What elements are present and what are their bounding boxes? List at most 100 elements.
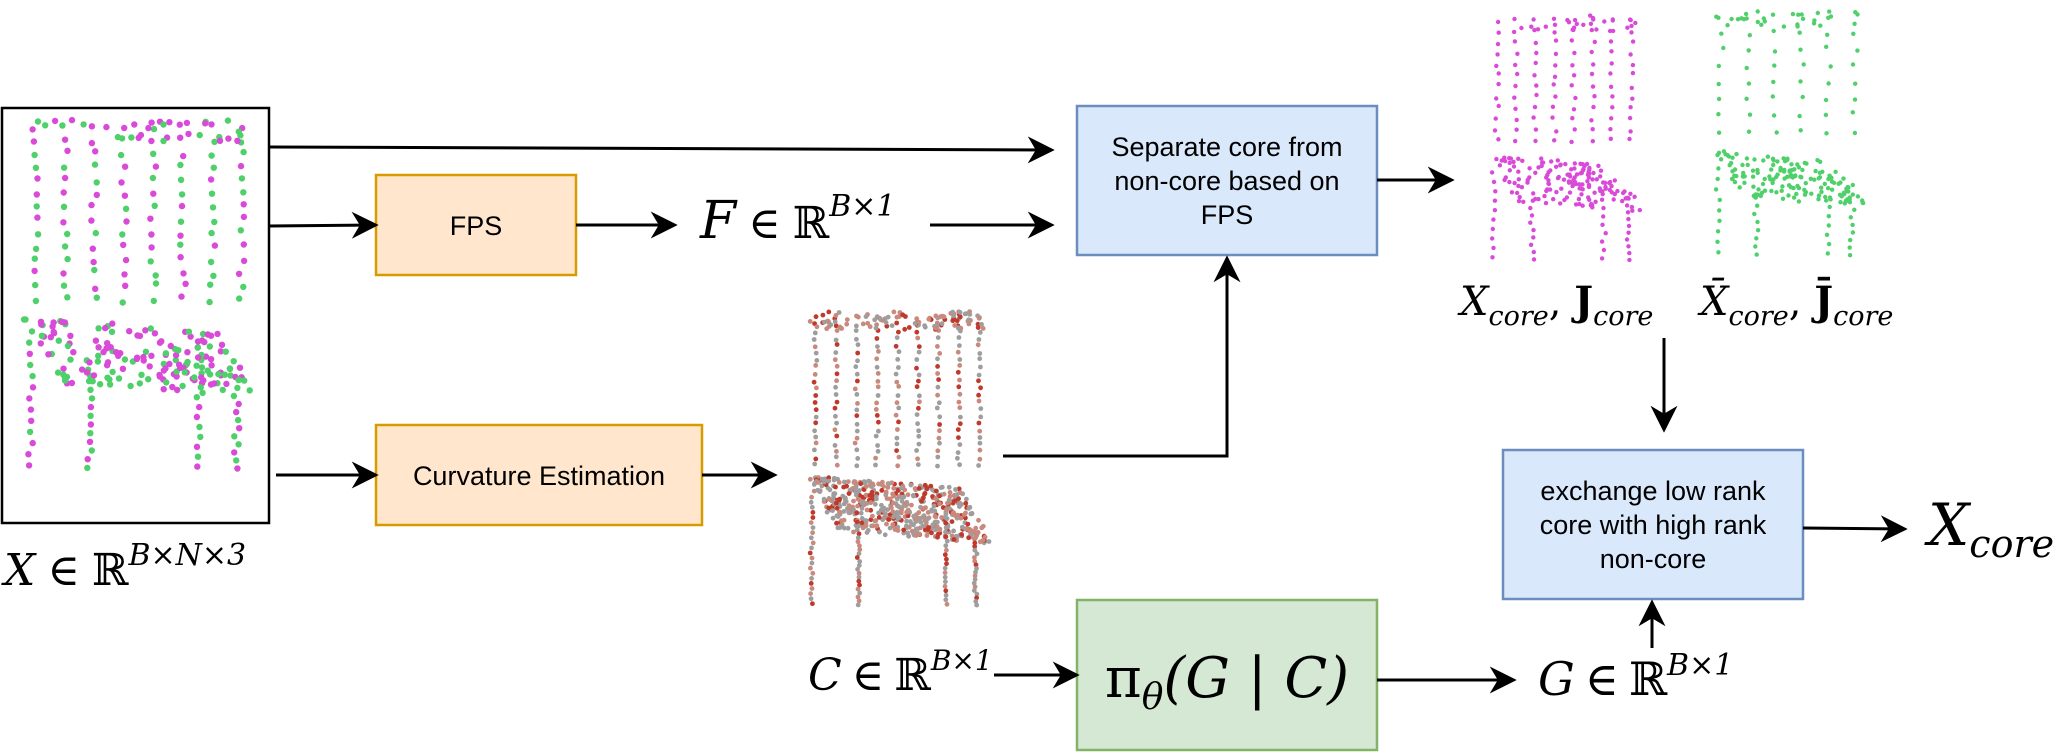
point [1801,62,1806,67]
point [833,384,838,390]
point [1608,136,1614,141]
point [957,343,962,348]
point [979,525,985,531]
point [920,523,926,529]
point [889,323,895,328]
point [909,502,914,508]
point [916,319,922,325]
point [816,480,821,485]
point [894,441,900,447]
point [34,118,42,125]
point [1815,158,1820,163]
point [934,488,939,494]
point [26,428,34,436]
point [1833,169,1838,174]
point [1589,71,1595,77]
point [808,591,813,596]
point [1531,191,1536,196]
point [956,399,962,405]
point [1512,95,1517,100]
point [1848,237,1853,243]
point [824,509,830,515]
point [1590,84,1596,89]
point [821,496,827,502]
point [210,380,218,387]
point [83,369,91,376]
point [809,494,814,500]
point [92,337,100,344]
arrow-input-to-fps [268,211,379,239]
point [1509,190,1515,195]
point [1817,170,1823,175]
point [912,486,918,491]
point [933,495,939,501]
point [1770,94,1776,99]
point [851,529,856,535]
point [1745,162,1750,168]
point [37,340,44,347]
point [885,507,891,512]
point [874,356,880,362]
point [807,476,813,482]
point [1717,218,1722,223]
point [1539,156,1544,161]
point [845,479,851,484]
point [1531,235,1536,240]
point [1756,187,1761,192]
point [809,576,814,581]
point [1571,107,1577,112]
point [178,293,185,300]
point [1813,168,1818,174]
point [1785,156,1790,161]
point [1578,171,1583,176]
point [1626,230,1631,235]
point [935,364,940,369]
point [1610,105,1615,110]
point [1826,241,1832,247]
point [875,448,881,454]
connectors [268,136,1908,694]
point [906,533,911,539]
point [1750,168,1756,173]
point [1610,28,1616,34]
point [150,150,157,157]
point [957,310,963,315]
point [1818,23,1823,28]
point [826,475,832,481]
point [1515,71,1520,77]
point [813,314,819,320]
point [972,584,978,590]
point [956,384,962,390]
point [95,352,102,359]
point [950,309,956,315]
point [1493,189,1498,194]
point [160,121,167,128]
point [194,344,202,351]
point [972,555,977,560]
point [977,456,983,462]
point [1554,189,1559,195]
point [954,318,960,324]
point [859,520,865,526]
point [1593,199,1598,204]
point [166,119,173,126]
point [977,351,983,356]
point [1609,116,1614,121]
point [1570,63,1575,68]
point [814,358,820,363]
point [246,387,253,394]
point [977,440,983,446]
point [178,202,186,210]
point [909,528,915,534]
point [851,498,856,504]
point [916,510,922,515]
point [1587,197,1592,202]
point [216,137,224,144]
point [211,138,218,145]
point [1608,39,1614,44]
point [85,377,93,385]
point [207,176,215,183]
point [177,134,184,141]
point [1574,172,1580,177]
point [1824,131,1829,136]
